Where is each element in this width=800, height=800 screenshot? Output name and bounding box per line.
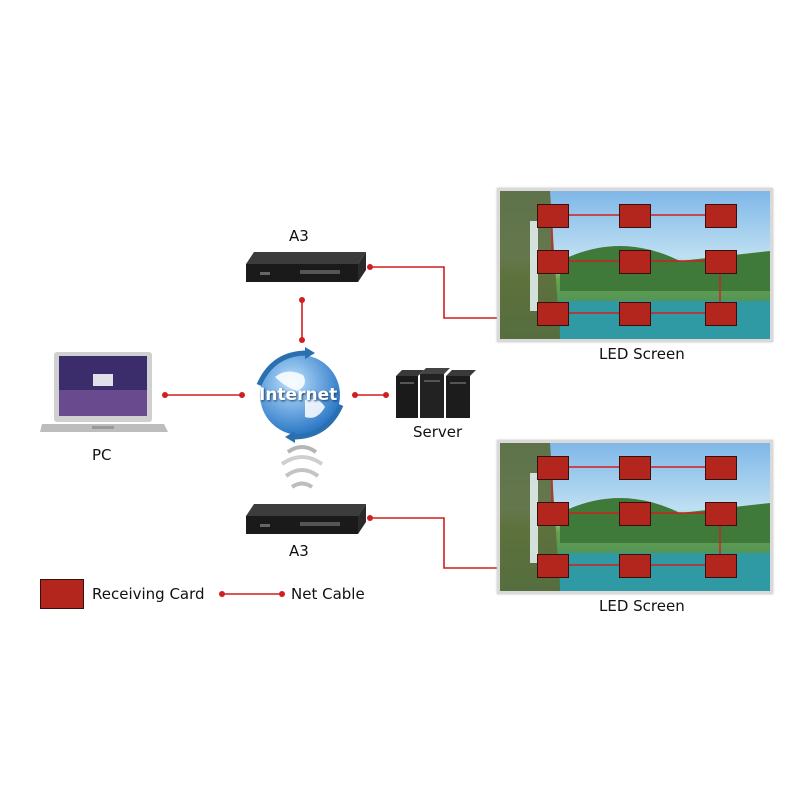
server-icon: [390, 368, 480, 420]
a3-controller-bottom: [240, 502, 370, 538]
legend-receiving-card-label: Receiving Card: [92, 585, 205, 603]
receiving-card: [619, 554, 651, 578]
led-screen-top: [497, 188, 773, 342]
led-screen-bottom: [497, 440, 773, 594]
led-screen-bottom-label: LED Screen: [599, 597, 685, 615]
receiving-card: [537, 204, 569, 228]
receiving-card: [619, 250, 651, 274]
legend-net-cable-label: Net Cable: [291, 585, 365, 603]
internet-label: Internet: [259, 385, 338, 405]
receiving-card: [537, 502, 569, 526]
receiving-card: [619, 204, 651, 228]
receiving-card: [705, 456, 737, 480]
receiving-card: [537, 250, 569, 274]
receiving-card: [537, 456, 569, 480]
a3-bottom-label: A3: [289, 542, 309, 560]
receiving-card: [705, 502, 737, 526]
legend-receiving-card-icon: [40, 579, 84, 609]
receiving-card: [619, 456, 651, 480]
a3-controller-top: [240, 250, 370, 286]
led-screen-top-label: LED Screen: [599, 345, 685, 363]
receiving-card: [705, 554, 737, 578]
a3-top-label: A3: [289, 227, 309, 245]
receiving-card: [537, 302, 569, 326]
receiving-card: [619, 502, 651, 526]
receiving-card: [705, 302, 737, 326]
pc-label: PC: [92, 446, 112, 464]
pc-laptop-icon: [40, 350, 168, 435]
receiving-card: [705, 204, 737, 228]
receiving-card: [619, 302, 651, 326]
receiving-card: [537, 554, 569, 578]
receiving-card: [705, 250, 737, 274]
wireless-signal-icon: [280, 445, 324, 489]
internet-globe-icon: Internet: [245, 345, 355, 445]
server-label: Server: [413, 423, 463, 441]
